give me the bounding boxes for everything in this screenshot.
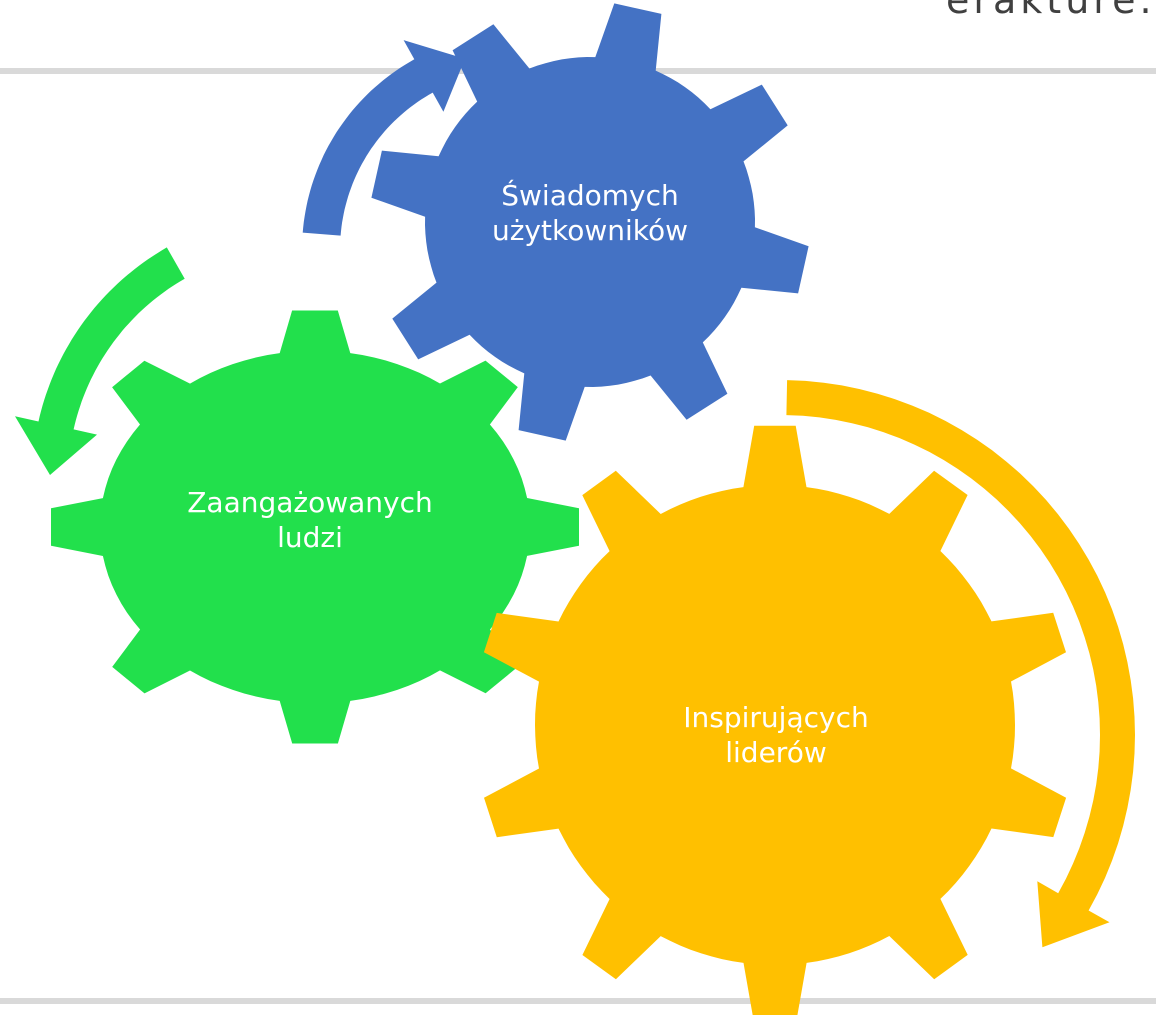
green-gear-label-line1: Zaangażowanych	[187, 486, 433, 519]
blue-gear-label: Świadomych użytkowników	[440, 178, 740, 248]
yellow-gear-label-line2: liderów	[725, 736, 827, 769]
green-arrow	[15, 247, 185, 475]
blue-arrow	[302, 40, 465, 236]
blue-gear-label-line2: użytkowników	[491, 214, 688, 247]
yellow-gear	[483, 425, 1067, 1015]
blue-gear	[371, 3, 809, 441]
green-gear	[51, 310, 579, 744]
yellow-arrow	[786, 380, 1135, 948]
blue-gear-label-line1: Świadomych	[501, 179, 679, 212]
yellow-gear-label: Inspirujących liderów	[626, 700, 926, 770]
yellow-gear-label-line1: Inspirujących	[683, 701, 869, 734]
bottom-divider	[0, 998, 1156, 1004]
logo-text: erakture.g	[946, 0, 1156, 22]
green-gear-label-line2: ludzi	[277, 521, 343, 554]
green-gear-label: Zaangażowanych ludzi	[150, 485, 470, 555]
